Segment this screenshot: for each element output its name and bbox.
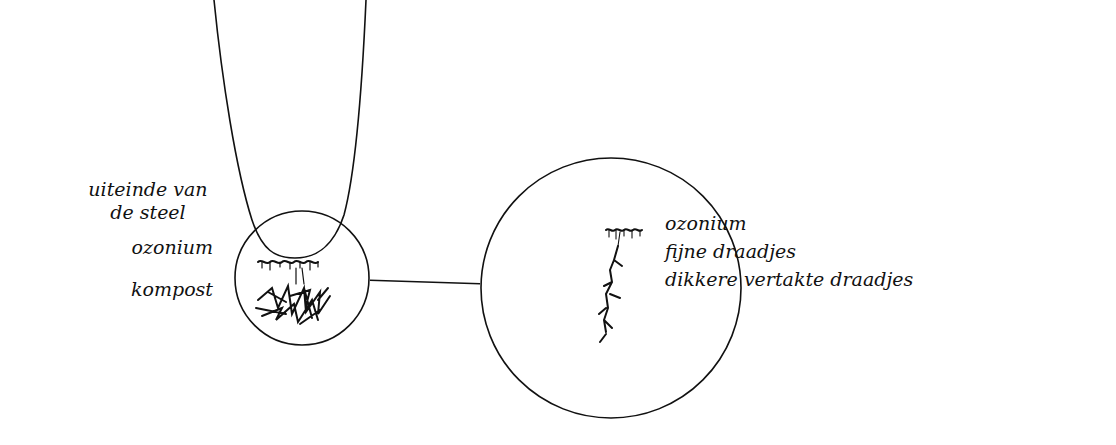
circle-outline (234, 210, 370, 346)
part-label: ozonium (665, 212, 746, 235)
part-label: ozonium (132, 236, 213, 259)
branched-threads (599, 246, 622, 342)
magnified-circle: ozoniumfijne draadjesdikkere vertakte dr… (480, 157, 742, 419)
ozonium-sketch (258, 261, 318, 263)
detail-circle: uiteinde van de steelozoniumkompost (234, 210, 370, 346)
connector-line (370, 280, 480, 284)
compost-sketch (256, 286, 330, 324)
part-label: kompost (131, 278, 213, 301)
part-label: uiteinde van de steel (88, 178, 208, 224)
stem-outline (214, 0, 366, 258)
part-label: fijne draadjes (665, 240, 796, 263)
part-label: dikkere vertakte draadjes (665, 268, 913, 291)
fine-threads (609, 230, 640, 246)
ozonium-threads (262, 262, 318, 284)
